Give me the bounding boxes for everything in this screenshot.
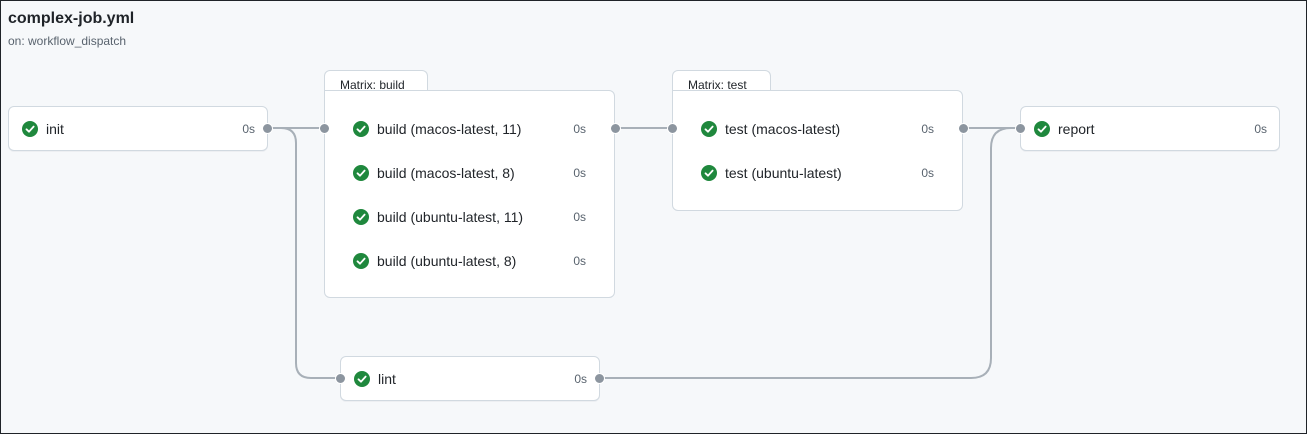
job-duration: 0s [574,372,587,386]
report-input-connector [1015,123,1026,134]
lint-input-connector [335,373,346,384]
job-name: build (ubuntu-latest, 8) [377,253,517,269]
matrix-job-row[interactable]: build (macos-latest, 8) 0s [325,151,614,195]
job-name: build (macos-latest, 8) [377,165,515,181]
job-duration: 0s [573,254,586,268]
job-duration: 0s [573,210,586,224]
job-name: report [1058,121,1095,137]
job-duration: 0s [573,166,586,180]
init-output-connector [262,123,273,134]
test-input-connector [667,123,678,134]
matrix-job-row[interactable]: build (ubuntu-latest, 8) 0s [325,239,614,283]
job-duration: 0s [573,122,586,136]
check-circle-icon [354,371,370,387]
lint-output-connector [594,373,605,384]
check-circle-icon [22,121,38,137]
check-circle-icon [353,253,369,269]
job-report[interactable]: report 0s [1020,106,1280,151]
check-circle-icon [1034,121,1050,137]
job-duration: 0s [1254,122,1267,136]
matrix-test-group: test (macos-latest) 0s test (ubuntu-late… [672,90,963,211]
check-circle-icon [353,165,369,181]
matrix-job-row[interactable]: test (ubuntu-latest) 0s [673,151,962,195]
job-name: init [46,121,64,137]
matrix-job-row[interactable]: test (macos-latest) 0s [673,107,962,151]
job-name: test (ubuntu-latest) [725,165,842,181]
job-duration: 0s [921,122,934,136]
job-lint[interactable]: lint 0s [340,356,600,401]
workflow-trigger: on: workflow_dispatch [8,34,127,48]
matrix-job-row[interactable]: build (ubuntu-latest, 11) 0s [325,195,614,239]
job-name: lint [378,371,396,387]
matrix-build-label: Matrix: build [324,70,428,92]
job-name: build (ubuntu-latest, 11) [377,209,524,225]
check-circle-icon [353,209,369,225]
build-output-connector [610,123,621,134]
edge-lint-report [599,127,1020,379]
matrix-test-label: Matrix: test [672,70,771,92]
test-output-connector [958,123,969,134]
check-circle-icon [701,121,717,137]
check-circle-icon [701,165,717,181]
matrix-job-row[interactable]: build (macos-latest, 11) 0s [325,107,614,151]
workflow-title: complex-job.yml [8,10,135,27]
job-name: build (macos-latest, 11) [377,121,522,137]
edge-init-lint [267,127,341,379]
job-duration: 0s [921,166,934,180]
matrix-build-group: build (macos-latest, 11) 0s build (macos… [324,90,615,298]
check-circle-icon [353,121,369,137]
job-name: test (macos-latest) [725,121,841,137]
job-duration: 0s [242,122,255,136]
job-init[interactable]: init 0s [8,106,268,151]
build-input-connector [319,123,330,134]
